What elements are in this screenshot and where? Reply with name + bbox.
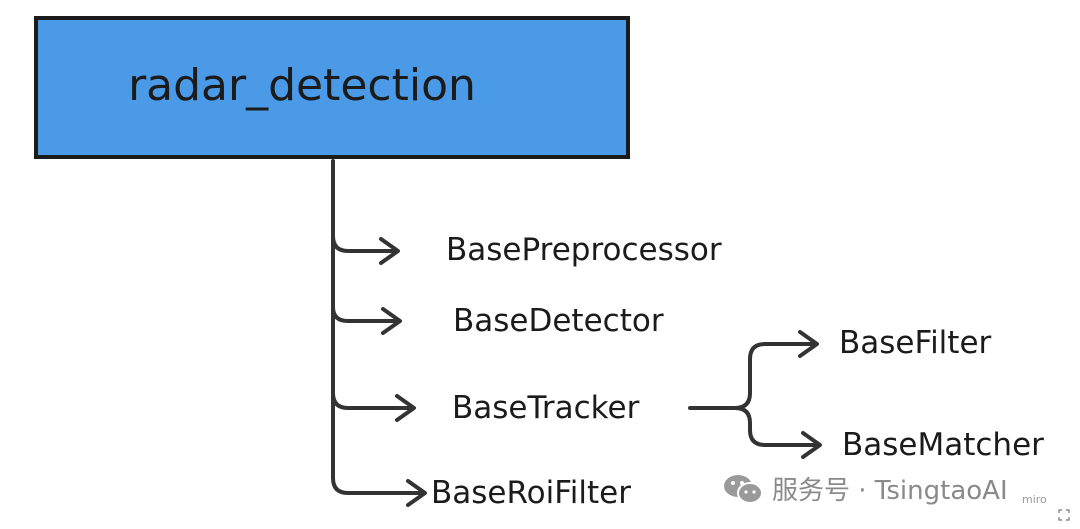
node-basedetector: BaseDetector — [453, 303, 664, 339]
root-node: radar_detection — [34, 16, 630, 159]
node-basetracker: BaseTracker — [452, 390, 640, 426]
edge-tracker-split — [688, 342, 814, 410]
node-basematcher: BaseMatcher — [842, 427, 1044, 463]
arrowhead-detector — [381, 307, 402, 335]
node-baseroifilter: BaseRoiFilter — [431, 475, 631, 511]
root-label: radar_detection — [128, 60, 476, 111]
wechat-icon — [724, 474, 763, 504]
node-basepreprocessor: BasePreprocessor — [446, 232, 722, 268]
miro-brand: miro — [1022, 493, 1047, 506]
arrowhead-preprocessor — [379, 237, 400, 265]
watermark-text: 服务号 · TsingtaoAI — [772, 476, 1008, 506]
edge-tracker-matcher — [733, 406, 817, 447]
arrowhead-matcher — [801, 431, 822, 459]
edge-detector — [331, 305, 399, 323]
node-basefilter: BaseFilter — [839, 325, 992, 361]
arrowhead-roifilter — [406, 479, 427, 507]
arrowhead-filter — [798, 330, 819, 358]
edge-preprocessor — [331, 234, 397, 253]
watermark: 服务号 · TsingtaoAI — [722, 470, 1008, 507]
trunk-line — [331, 159, 422, 495]
edge-tracker — [331, 391, 413, 410]
fit-screen-icon[interactable] — [1058, 509, 1070, 521]
arrowhead-tracker — [395, 394, 416, 422]
